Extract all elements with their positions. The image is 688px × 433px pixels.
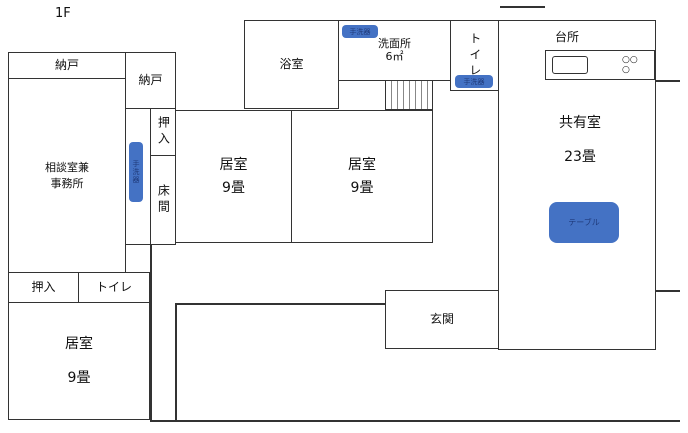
wall bbox=[175, 303, 385, 305]
room-living-2-size: 9畳 bbox=[350, 179, 374, 196]
room-closet-1: 押入 bbox=[8, 272, 79, 303]
floor-label: 1F bbox=[55, 6, 71, 21]
table: テーブル bbox=[549, 202, 619, 243]
room-kitchen: 台所 bbox=[555, 30, 580, 44]
room-living-1: 居室 9畳 bbox=[175, 110, 292, 243]
room-washroom-name: 洗面所 bbox=[378, 37, 411, 51]
stove-icon: ○○○ bbox=[622, 55, 638, 75]
room-living-1-name: 居室 bbox=[219, 157, 248, 174]
wall bbox=[655, 290, 680, 292]
room-closet-2: 押入 bbox=[150, 108, 176, 156]
room-entrance: 玄関 bbox=[385, 290, 499, 349]
sink-2: 手洗器 bbox=[455, 75, 493, 88]
room-common-size: 23畳 bbox=[564, 149, 596, 165]
room-washroom-size: 6㎡ bbox=[385, 49, 404, 63]
room-living-1-size: 9畳 bbox=[222, 179, 245, 196]
room-storage-1: 納戸 bbox=[8, 52, 126, 79]
room-storage-2: 納戸 bbox=[125, 52, 176, 109]
wall bbox=[150, 420, 680, 422]
room-living-3-size: 9畳 bbox=[67, 370, 91, 386]
wall bbox=[655, 80, 680, 82]
room-living-2: 居室 9畳 bbox=[291, 110, 433, 243]
room-common bbox=[498, 20, 656, 350]
sink-1: 手洗器 bbox=[342, 25, 378, 38]
room-office: 相談室兼 事務所 bbox=[8, 78, 126, 273]
room-alcove: 床間 bbox=[150, 155, 176, 245]
room-living-3-name: 居室 bbox=[65, 335, 93, 352]
sink-icon bbox=[552, 56, 588, 74]
wall bbox=[175, 303, 177, 421]
room-toilet-1: トイレ bbox=[78, 272, 150, 303]
room-living-2-name: 居室 bbox=[348, 157, 376, 174]
stairs bbox=[385, 80, 433, 110]
room-bath: 浴室 bbox=[244, 20, 339, 109]
wall bbox=[500, 6, 545, 8]
corridor-fixture-tag: 手洗器 bbox=[129, 142, 143, 202]
kitchen-counter: ○○○ bbox=[545, 50, 655, 80]
wall bbox=[150, 245, 152, 421]
room-living-3: 居室 9畳 bbox=[8, 302, 150, 420]
room-common-name: 共有室 bbox=[559, 115, 601, 131]
